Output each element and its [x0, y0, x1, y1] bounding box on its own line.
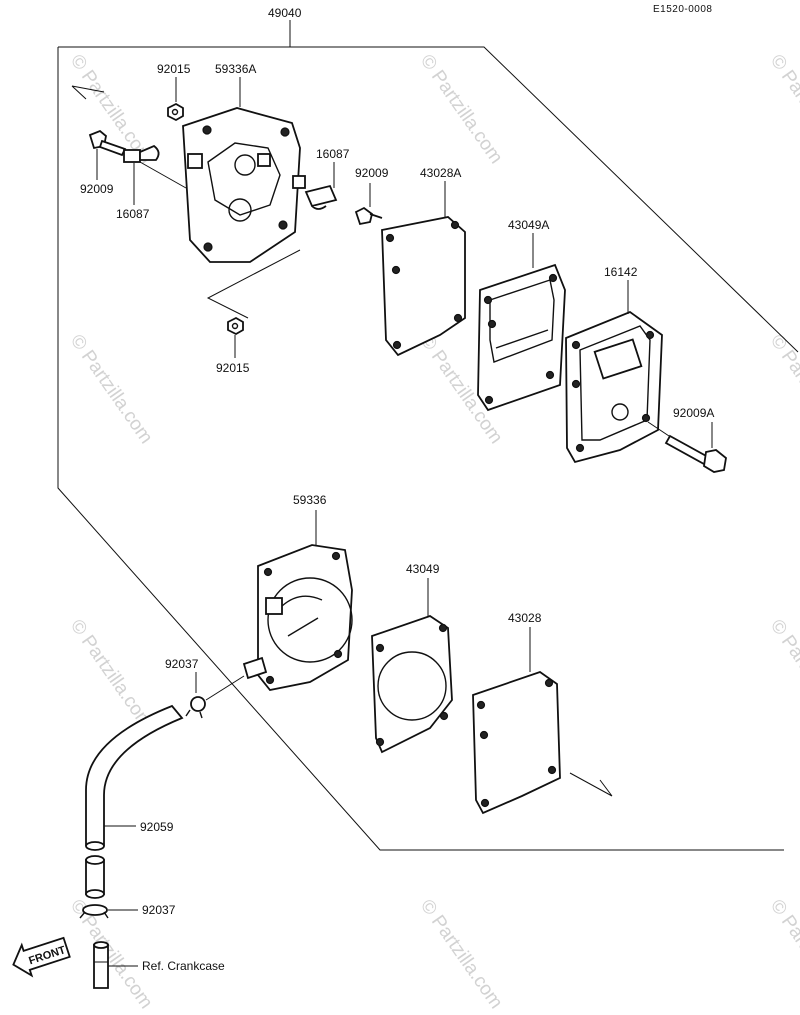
label-92009-right: 92009: [355, 166, 389, 180]
label-43028: 43028: [508, 611, 542, 625]
label-43028A: 43028A: [420, 166, 461, 180]
hose-92059: 92059: [85, 704, 184, 851]
crankcase-nipple: Ref. Crankcase: [93, 941, 225, 989]
watermark: © Partzilla.com: [766, 896, 800, 1013]
screw-92009A: 92009A: [647, 406, 727, 473]
label-59336: 59336: [293, 493, 327, 507]
nut-92015-bottom: 92015: [206, 249, 301, 375]
front-arrow: FRONT: [12, 936, 71, 978]
clamp-92037-bottom: 92037: [79, 903, 176, 919]
watermark: © Partzilla.com: [766, 51, 800, 168]
hose-end: [85, 855, 105, 899]
watermark: © Partzilla.com: [66, 331, 157, 448]
label-16087-left: 16087: [116, 207, 150, 221]
diaphragm-43028: 43028: [472, 611, 561, 815]
label-92009A: 92009A: [673, 406, 714, 420]
label-49040: 49040: [268, 6, 302, 20]
label-92015-top: 92015: [157, 62, 191, 76]
label-43049A: 43049A: [508, 218, 549, 232]
diagram-code: E1520-0008: [653, 4, 713, 15]
label-92009-left: 92009: [80, 182, 114, 196]
label-16142: 16142: [604, 265, 638, 279]
watermark-layer: © Partzilla.com © Partzilla.com © Partzi…: [66, 51, 800, 1013]
diaphragm-43028A: 43028A: [381, 166, 466, 357]
label-92037-bottom: 92037: [142, 903, 176, 917]
pump-cover-59336A: [182, 107, 306, 263]
screw-92009-left: 92009: [80, 129, 127, 196]
screw-92009-right: 92009: [354, 166, 389, 226]
gasket-43049: 43049: [371, 562, 453, 754]
label-92059: 92059: [140, 820, 174, 834]
fitting-16087-left: 16087: [116, 144, 160, 221]
nut-92015-top: 92015: [157, 62, 191, 122]
fitting-16087-right: 16087: [304, 147, 350, 210]
watermark: © Partzilla.com: [416, 51, 507, 168]
pump-body-59336: 59336: [242, 493, 353, 691]
label-ref-crankcase: Ref. Crankcase: [142, 959, 225, 973]
label-59336A: 59336A: [215, 62, 256, 76]
watermark: © Partzilla.com: [416, 896, 507, 1013]
assembly-outline: 49040: [57, 6, 799, 851]
valve-plate-16142: 16142: [565, 265, 663, 464]
watermark: © Partzilla.com: [766, 616, 800, 733]
label-92037-top: 92037: [165, 657, 199, 671]
label-16087-right: 16087: [316, 147, 350, 161]
label-92015-bottom: 92015: [216, 361, 250, 375]
label-43049: 43049: [406, 562, 440, 576]
gasket-43049A: 43049A: [477, 218, 566, 412]
clamp-92037-top: 92037: [165, 657, 245, 719]
watermark: © Partzilla.com: [66, 616, 157, 733]
